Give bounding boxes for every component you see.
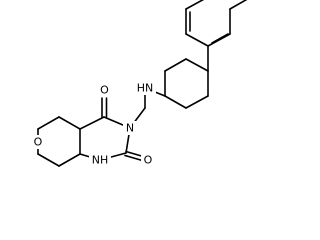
ring-oxygen-atom: O xyxy=(31,135,45,149)
bond xyxy=(229,0,248,10)
bond xyxy=(79,116,105,130)
bond xyxy=(58,116,81,130)
bond xyxy=(185,58,209,72)
bond xyxy=(58,153,81,167)
bond xyxy=(185,0,205,10)
amide-nh-label: NH xyxy=(92,154,109,167)
bond xyxy=(207,33,231,47)
imide-nitrogen-atom: N xyxy=(123,121,137,135)
bond xyxy=(164,58,187,72)
amine-nh-atom: HN xyxy=(134,81,156,95)
molecule-structure: O O N NH O HN xyxy=(31,0,248,167)
amide-nh-atom: NH xyxy=(89,153,111,167)
ring-oxygen-label: O xyxy=(34,136,43,149)
structure-canvas: O O N NH O HN xyxy=(31,0,248,167)
bond xyxy=(124,154,145,162)
carbonyl-oxygen-upper-atom: O xyxy=(97,83,112,97)
bond xyxy=(37,153,60,167)
carbonyl-oxygen-upper-label: O xyxy=(100,84,109,97)
bond xyxy=(37,116,60,130)
atom-labels-layer: O O N NH O HN xyxy=(31,81,156,167)
bond xyxy=(164,95,187,109)
carbonyl-oxygen-lower-atom: O xyxy=(141,153,155,167)
amine-nh-label: HN xyxy=(137,82,154,95)
bond xyxy=(211,33,229,44)
bond xyxy=(185,95,209,109)
imide-nitrogen-label: N xyxy=(126,122,134,135)
bond xyxy=(185,33,209,47)
carbonyl-oxygen-lower-label: O xyxy=(144,154,153,167)
